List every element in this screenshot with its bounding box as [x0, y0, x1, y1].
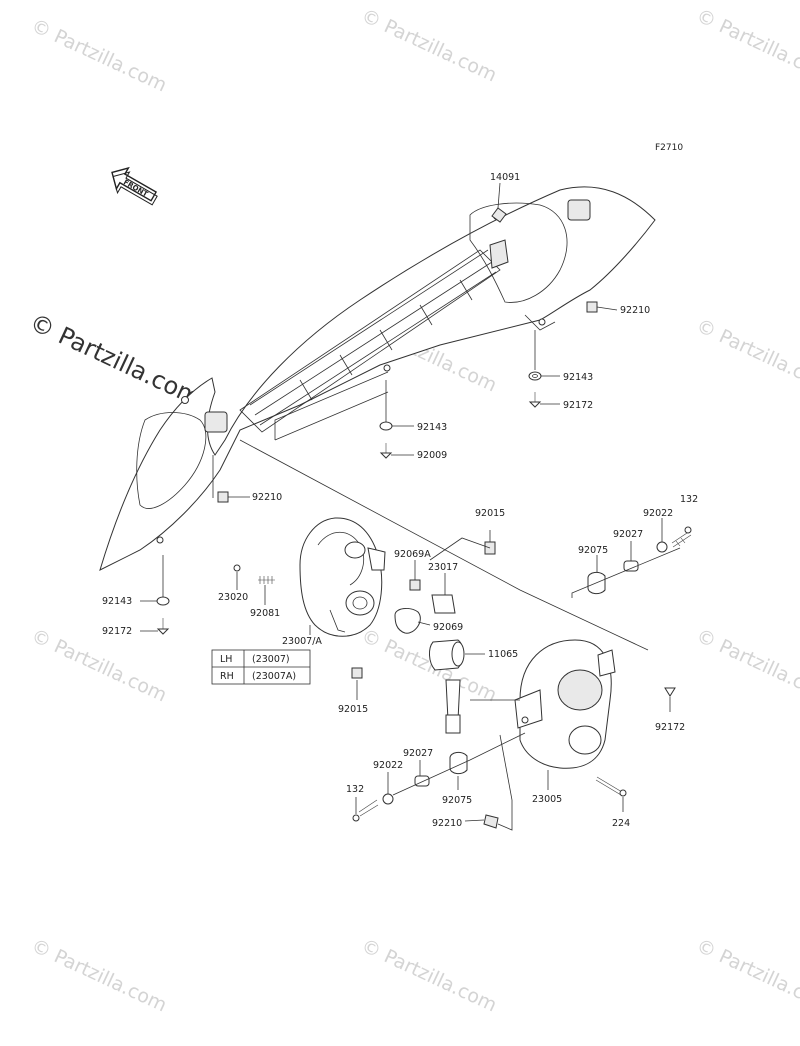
- label-132: 132: [346, 784, 364, 795]
- label-92143: 92143: [563, 372, 593, 383]
- label-92069: 92069: [433, 622, 463, 633]
- small-parts: [156, 207, 692, 829]
- label-92210: 92210: [620, 305, 650, 316]
- label-92075: 92075: [442, 795, 472, 806]
- side-legend-table: LH (23007) RH (23007A): [211, 649, 311, 685]
- label-92022: 92022: [643, 508, 673, 519]
- watermark-tile: © Partzilla.com: [28, 15, 170, 97]
- watermark-tile: © Partzilla.com: [358, 625, 500, 707]
- label-23020: 23020: [218, 592, 248, 603]
- label-92069a: 92069A: [394, 549, 431, 560]
- headlight-assembly-23007: [299, 517, 386, 637]
- label-23005: 23005: [532, 794, 562, 805]
- label-92172: 92172: [563, 400, 593, 411]
- label-224: 224: [612, 818, 630, 829]
- label-23007a: 23007/A: [282, 636, 322, 647]
- legend-part: (23007): [252, 654, 290, 665]
- label-92027: 92027: [403, 748, 433, 759]
- label-132: 132: [680, 494, 698, 505]
- watermark-tile: © Partzilla.com: [28, 625, 170, 707]
- watermark-tile: © Partzilla.com: [358, 5, 500, 87]
- label-92210: 92210: [252, 492, 282, 503]
- watermark-tile: © Partzilla.com: [28, 935, 170, 1017]
- label-92027: 92027: [613, 529, 643, 540]
- watermark-tile: © Partzilla.com: [693, 625, 800, 707]
- watermark-tile: © Partzilla.com: [358, 935, 500, 1017]
- label-92081: 92081: [250, 608, 280, 619]
- watermark-tile: © Partzilla.com: [693, 935, 800, 1017]
- label-92075: 92075: [578, 545, 608, 556]
- label-92143: 92143: [102, 596, 132, 607]
- legend-part: (23007A): [252, 671, 296, 682]
- part-labels: 14091 92210 92143 92172 92143 92009 9221…: [102, 172, 698, 829]
- label-14091: 14091: [490, 172, 520, 183]
- label-11065: 11065: [488, 649, 518, 660]
- label-92172: 92172: [655, 722, 685, 733]
- legend-side: RH: [220, 671, 234, 682]
- front-arrow-icon: FRONT: [111, 166, 158, 206]
- figure-code: F2710: [655, 143, 683, 153]
- label-92015: 92015: [338, 704, 368, 715]
- watermark-main: © Partzilla.com: [25, 308, 205, 412]
- headlight-cover-23005: [514, 639, 616, 769]
- label-92015: 92015: [475, 508, 505, 519]
- label-23017: 23017: [428, 562, 458, 573]
- label-92022: 92022: [373, 760, 403, 771]
- label-92210: 92210: [432, 818, 462, 829]
- label-92172: 92172: [102, 626, 132, 637]
- legend-side: LH: [220, 654, 232, 665]
- leader-lines: [140, 182, 681, 831]
- label-92143: 92143: [417, 422, 447, 433]
- label-92009: 92009: [417, 450, 447, 461]
- watermark-tile: © Partzilla.com: [693, 315, 800, 397]
- watermark-tile: © Partzilla.com: [693, 5, 800, 87]
